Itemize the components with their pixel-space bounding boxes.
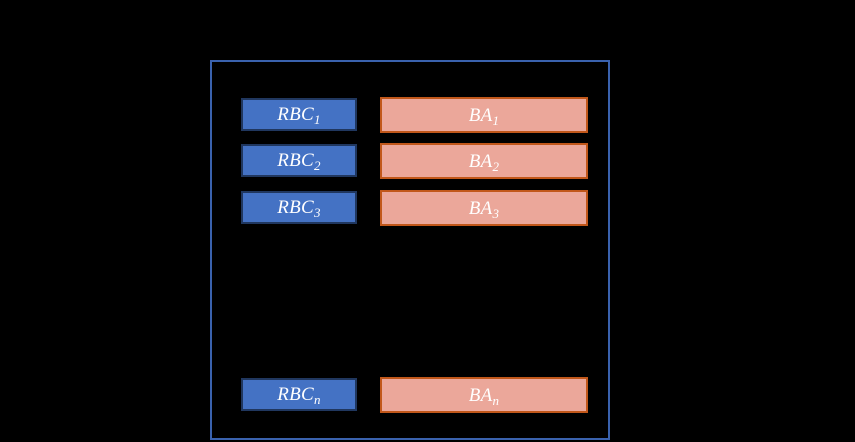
ba-box-n-base: BA xyxy=(468,384,493,406)
rbc-box-n-subscript: n xyxy=(313,392,321,407)
ba-box-1-subscript: 1 xyxy=(492,112,500,128)
rbc-box-1-subscript: 1 xyxy=(313,112,321,127)
ba-box-n-subscript: n xyxy=(492,392,500,408)
rbc-box-n-base: RBC xyxy=(277,384,314,405)
rbc-box-3-base: RBC xyxy=(277,197,314,218)
ba-box-3-subscript: 3 xyxy=(492,205,500,221)
rbc-box-2-base: RBC xyxy=(277,150,314,171)
ba-box-1-base: BA xyxy=(468,104,493,126)
ba-box-3-base: BA xyxy=(468,197,493,219)
rbc-box-3-subscript: 3 xyxy=(313,205,321,220)
ba-box-2-base: BA xyxy=(468,150,493,172)
ba-box-2-subscript: 2 xyxy=(492,158,500,174)
rbc-box-2-subscript: 2 xyxy=(313,158,321,173)
rbc-box-1-base: RBC xyxy=(277,104,314,125)
